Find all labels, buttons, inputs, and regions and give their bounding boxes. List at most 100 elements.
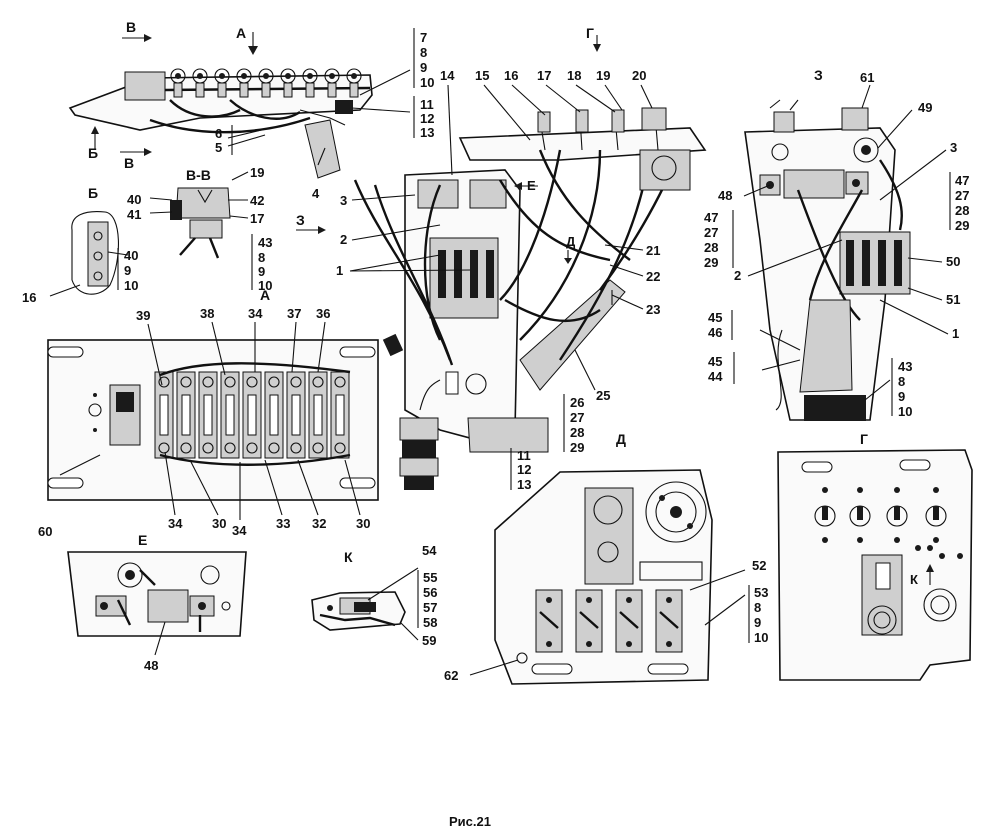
fuse-top-screw <box>268 376 280 388</box>
callout-25: 25 <box>596 388 610 403</box>
svg-text:27: 27 <box>955 188 969 203</box>
svg-text:26: 26 <box>570 395 584 410</box>
svg-text:9: 9 <box>898 389 905 404</box>
central-harness-assembly <box>296 107 707 490</box>
svg-text:28: 28 <box>955 203 969 218</box>
callout-4: 4 <box>312 186 320 201</box>
relay-terminal <box>666 597 672 603</box>
fuse-bottom-screw <box>158 442 170 454</box>
callout-32: 32 <box>312 516 326 531</box>
callout-5: 5 <box>215 140 222 155</box>
rail-screw-center <box>351 73 357 79</box>
fuse-top-screw <box>290 376 302 388</box>
switch-view-bb <box>49 211 129 297</box>
screw-icon <box>894 487 900 493</box>
callout-23: 23 <box>646 302 660 317</box>
fuse-bottom-screw <box>202 442 214 454</box>
callout-3c: 3 <box>950 140 957 155</box>
callout-21: 21 <box>646 243 660 258</box>
rail-screw-center <box>197 73 203 79</box>
callout-40: 40 <box>127 192 141 207</box>
fuse-top-screw <box>180 376 192 388</box>
svg-text:13: 13 <box>517 477 531 492</box>
svg-text:8: 8 <box>420 45 427 60</box>
svg-text:11: 11 <box>420 97 434 112</box>
callout-33: 33 <box>276 516 290 531</box>
stack-45-44: 45 44 <box>708 352 735 384</box>
rail-terminal <box>283 82 293 98</box>
screw-icon <box>822 487 828 493</box>
callout-49: 49 <box>918 100 932 115</box>
rail-screw-center <box>175 73 181 79</box>
fuse-top-screw <box>246 376 258 388</box>
svg-text:43: 43 <box>898 359 912 374</box>
rail-screw-center <box>263 73 269 79</box>
svg-text:40: 40 <box>124 248 138 263</box>
stack-47-29-left: 47 27 28 29 <box>704 210 734 270</box>
fuse <box>181 394 191 436</box>
stack-45-46: 45 46 <box>708 310 733 340</box>
rail-terminal <box>305 82 315 98</box>
switch-bracket-view-z <box>743 84 949 421</box>
svg-text:10: 10 <box>124 278 138 293</box>
callout-6: 6 <box>215 126 222 141</box>
rail-screw-center <box>329 73 335 79</box>
stack-43-10-z: 43 8 9 10 <box>891 358 912 419</box>
view-g-label: Г <box>860 431 868 447</box>
relay-terminal <box>546 641 552 647</box>
screw-icon <box>933 487 939 493</box>
fuse-bottom-screw <box>334 442 346 454</box>
callout-16: 16 <box>504 68 518 83</box>
view-k-label: К <box>344 549 353 565</box>
svg-text:8: 8 <box>258 250 265 265</box>
figure-caption: Рис.21 <box>449 814 491 827</box>
svg-text:28: 28 <box>704 240 718 255</box>
callout-39: 39 <box>136 308 150 323</box>
view-k-arrow-label: К <box>910 572 918 587</box>
relay-terminal <box>666 641 672 647</box>
svg-text:27: 27 <box>570 410 584 425</box>
stack-43-10-vv: 43 8 9 10 <box>251 234 272 293</box>
fuse <box>247 394 257 436</box>
svg-text:58: 58 <box>423 615 437 630</box>
callout-62: 62 <box>444 668 458 683</box>
callout-14: 14 <box>440 68 455 83</box>
rail-screw-center <box>285 73 291 79</box>
fuse-bottom-screw <box>268 442 280 454</box>
rail-terminal <box>173 82 183 98</box>
stack-40-9-10: 40 9 10 <box>117 248 138 293</box>
fuse-top-screw <box>312 376 324 388</box>
svg-text:46: 46 <box>708 325 722 340</box>
callout-2: 2 <box>340 232 347 247</box>
switch-section-vv <box>149 171 249 259</box>
svg-text:29: 29 <box>570 440 584 455</box>
fuse-top-screw <box>224 376 236 388</box>
stack-7-10: 7 8 9 10 <box>413 28 434 90</box>
view-z-label: З <box>814 67 823 83</box>
relay-terminal <box>546 597 552 603</box>
svg-text:44: 44 <box>708 369 723 384</box>
toggle-lever <box>857 506 863 520</box>
svg-text:9: 9 <box>258 264 265 279</box>
callout-19: 19 <box>596 68 610 83</box>
callout-37: 37 <box>287 306 301 321</box>
callout-50: 50 <box>946 254 960 269</box>
svg-text:10: 10 <box>420 75 434 90</box>
callout-20: 20 <box>632 68 646 83</box>
view-a-top-label: А <box>236 25 246 41</box>
callout-51: 51 <box>946 292 960 307</box>
view-a-bottom-label: А <box>260 287 270 303</box>
svg-text:29: 29 <box>955 218 969 233</box>
connector-view-k <box>311 567 419 641</box>
toggle-lever <box>894 506 900 520</box>
callout-52: 52 <box>752 558 766 573</box>
terminal-rail-view-a-top <box>68 32 411 179</box>
svg-text:12: 12 <box>420 111 434 126</box>
svg-text:45: 45 <box>708 354 722 369</box>
rail-terminal <box>239 82 249 98</box>
relay-panel-view-d <box>469 469 746 685</box>
screw-icon <box>857 537 863 543</box>
callout-22: 22 <box>646 269 660 284</box>
relay-wire <box>579 611 599 629</box>
